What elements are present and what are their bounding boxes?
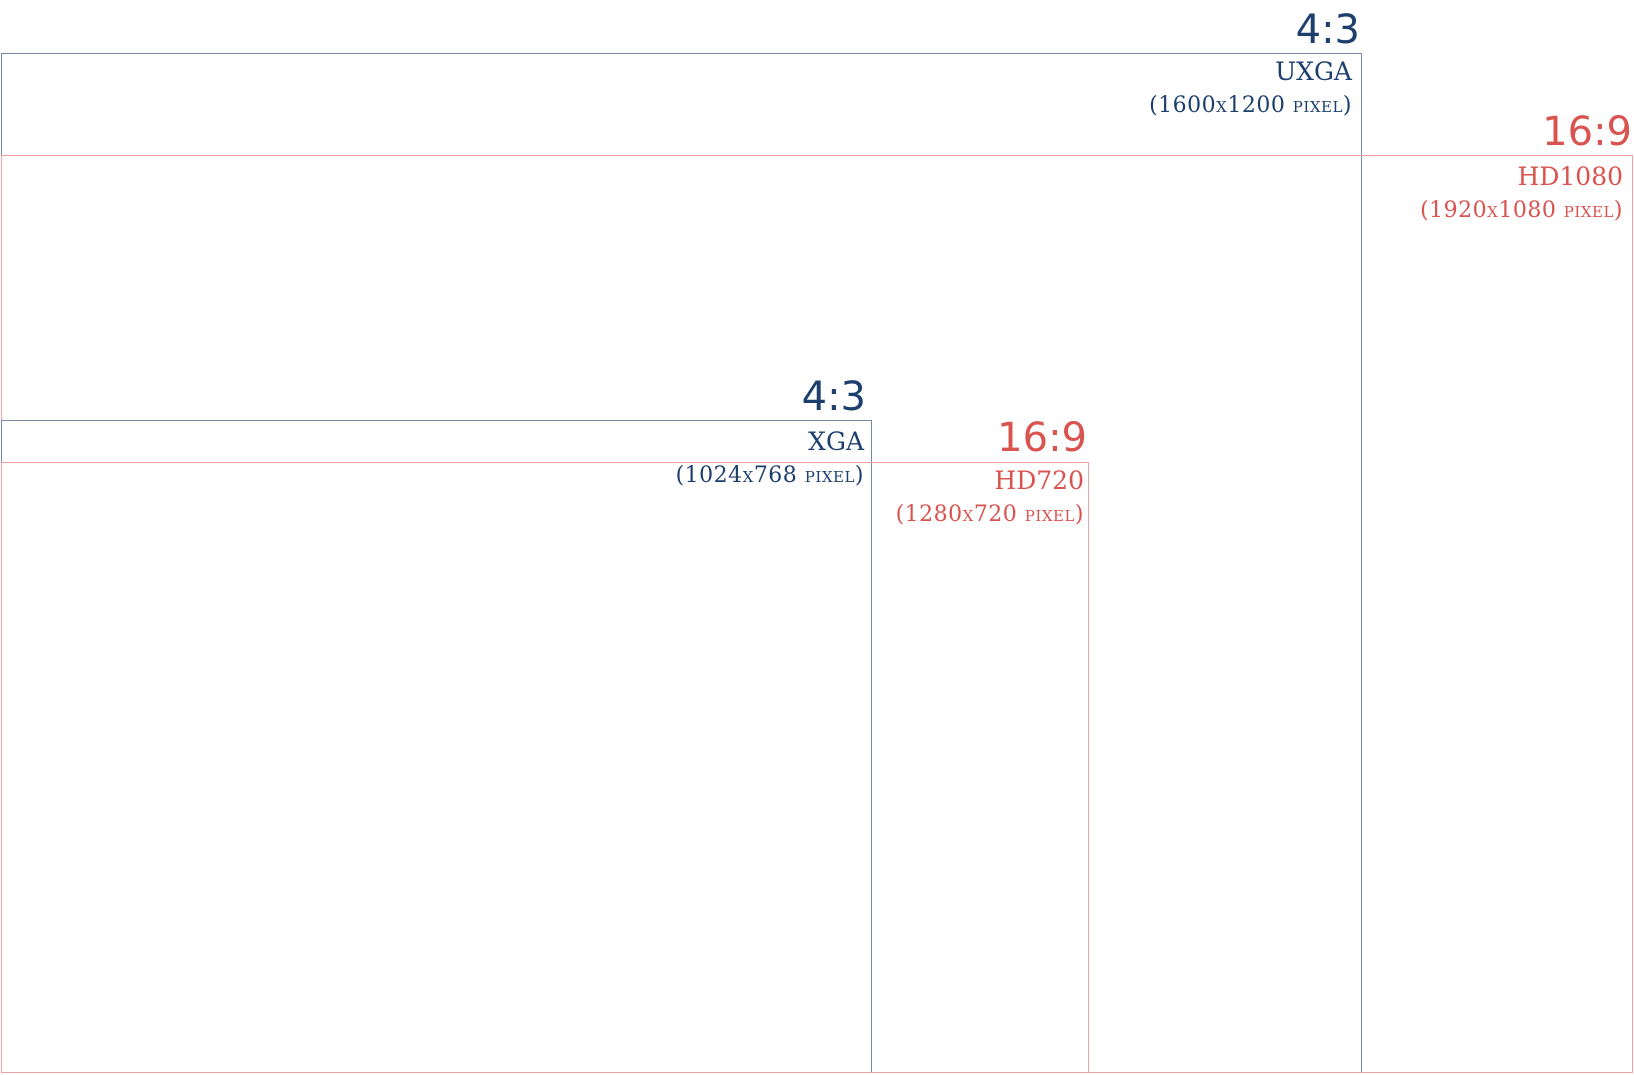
hd720-pixels-label: (1280x720 pixel) xyxy=(895,502,1084,527)
hd1080-name-label: HD1080 xyxy=(1517,162,1623,191)
uxga-name-label: UXGA xyxy=(1275,57,1352,86)
hd720-rect xyxy=(1,462,1089,1073)
hd720-name-label: HD720 xyxy=(994,466,1084,495)
xga-ratio-label: 4:3 xyxy=(801,374,866,420)
xga-name-label: XGA xyxy=(808,427,864,456)
uxga-pixels-label: (1600x1200 pixel) xyxy=(1149,93,1352,118)
uxga-ratio-label: 4:3 xyxy=(1295,7,1360,53)
hd1080-ratio-label: 16:9 xyxy=(1542,109,1632,155)
hd1080-pixels-label: (1920x1080 pixel) xyxy=(1420,198,1623,223)
hd720-ratio-label: 16:9 xyxy=(997,415,1087,461)
xga-pixels-label: (1024x768 pixel) xyxy=(675,463,864,488)
